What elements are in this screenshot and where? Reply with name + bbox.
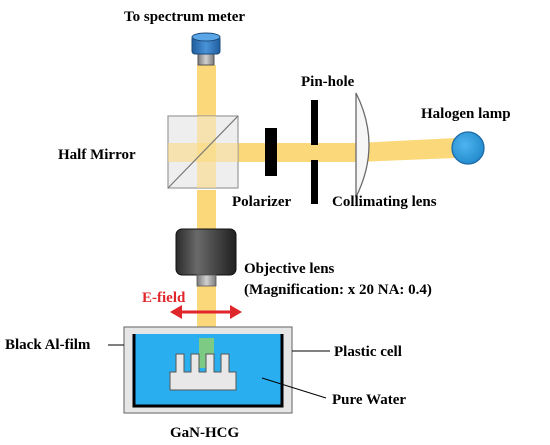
label-magnification: (Magnification: x 20 NA: 0.4)	[244, 282, 432, 298]
label-collimating-lens: Collimating lens	[332, 194, 437, 210]
plastic-cell	[123, 326, 293, 414]
label-e-field: E-field	[142, 290, 186, 306]
label-polarizer: Polarizer	[232, 194, 291, 210]
pin-hole-icon	[311, 100, 318, 204]
horizontal-beam	[236, 143, 356, 162]
label-pure-water: Pure Water	[332, 392, 406, 408]
half-mirror-icon	[167, 115, 239, 189]
spectrum-meter-icon	[191, 32, 221, 66]
lamp-beam-cone	[356, 138, 456, 162]
vertical-beam-top	[197, 65, 216, 117]
label-pin-hole: Pin-hole	[301, 74, 355, 90]
vertical-beam-middle	[197, 190, 216, 232]
label-black-al-film: Black Al-film	[5, 337, 91, 353]
halogen-lamp-icon	[451, 131, 485, 165]
vertical-beam-bottom	[197, 280, 216, 338]
label-spectrum-meter: To spectrum meter	[124, 9, 245, 25]
objective-lens-icon	[175, 228, 237, 287]
label-halogen-lamp: Halogen lamp	[421, 106, 511, 122]
pointer-lines	[108, 344, 330, 399]
collimating-lens-icon	[355, 92, 370, 198]
polarizer-icon	[265, 128, 277, 176]
label-plastic-cell: Plastic cell	[334, 344, 402, 360]
black-al-film	[132, 334, 284, 408]
double-arrow-icon	[170, 305, 242, 319]
label-gan-hcg: GaN-HCG	[170, 425, 239, 441]
label-half-mirror: Half Mirror	[58, 147, 136, 163]
gan-hcg-sample	[169, 353, 237, 391]
label-objective-lens: Objective lens	[244, 261, 335, 277]
